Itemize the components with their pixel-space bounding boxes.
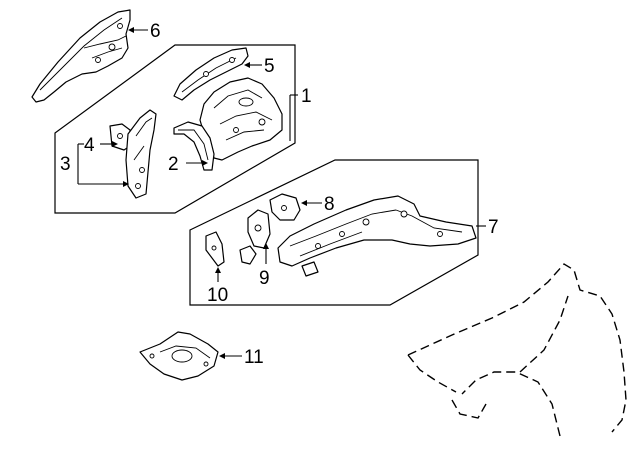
callout-9: 9	[259, 268, 270, 289]
part-9-bracket	[239, 209, 271, 265]
part-5-upper-reinforcement	[173, 47, 249, 101]
part-7-side-member	[277, 195, 477, 277]
callout-5: 5	[264, 56, 275, 77]
callout-3: 3	[60, 154, 71, 175]
part-1-wheelhouse	[199, 77, 283, 161]
callout-10: 10	[207, 285, 228, 306]
part-11-support	[139, 331, 219, 381]
part-10-bracket	[205, 231, 225, 267]
callout-11: 11	[244, 347, 264, 368]
group-box-1	[54, 44, 296, 214]
part-6-apron-reinforcement	[31, 9, 131, 103]
callout-7: 7	[488, 217, 499, 238]
callout-4: 4	[84, 135, 95, 156]
callout-1: 1	[301, 86, 312, 107]
callout-6: 6	[150, 21, 161, 42]
callout-2: 2	[168, 154, 179, 175]
group-box-7	[189, 159, 479, 306]
fender-outline	[407, 263, 627, 437]
leader-lines	[77, 27, 486, 359]
part-8-bracket	[269, 193, 301, 221]
callout-8: 8	[324, 194, 335, 215]
part-3-pillar	[125, 109, 157, 199]
part-2-wheelhouse-arch	[173, 121, 215, 171]
